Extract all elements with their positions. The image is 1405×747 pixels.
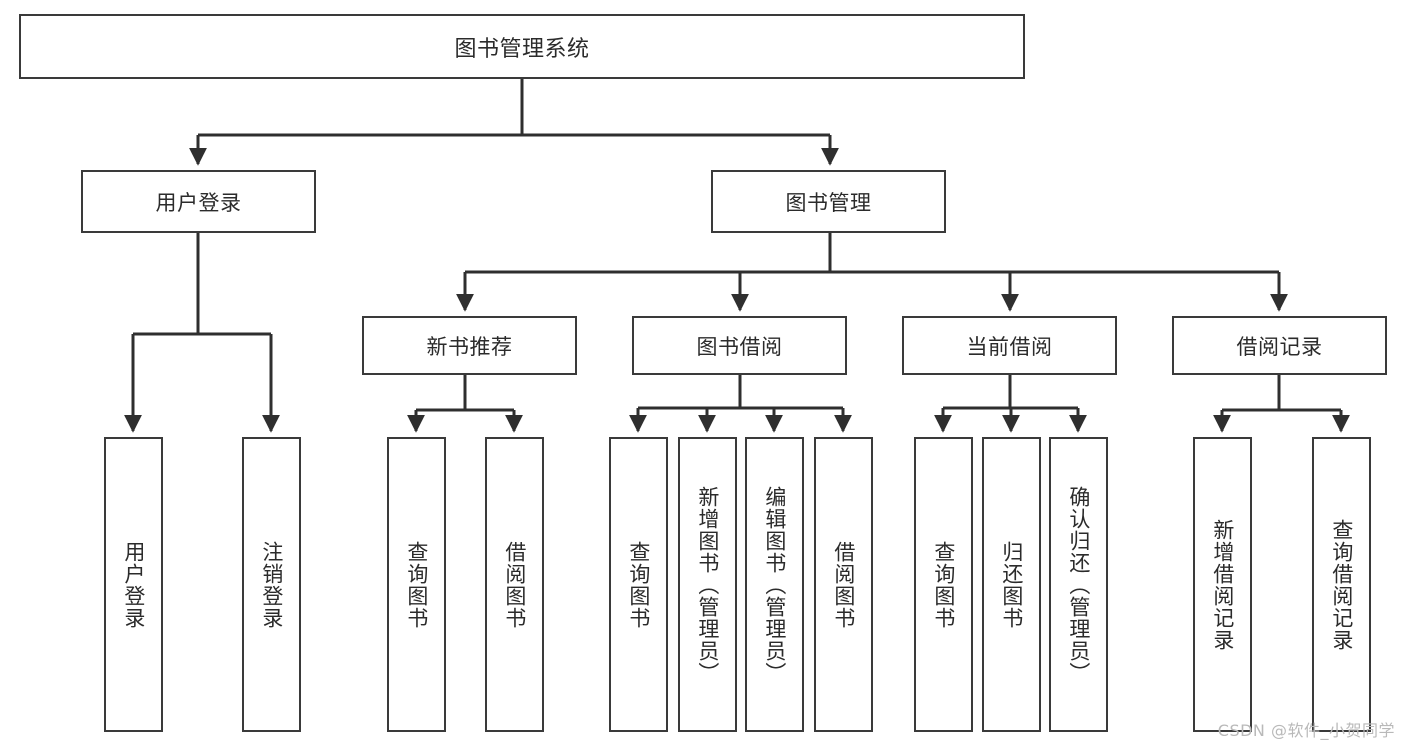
leaf-user-login-login[interactable]: 用户登录 <box>104 437 163 732</box>
node-new-book-recommend-label: 新书推荐 <box>426 334 513 359</box>
node-current-borrow[interactable]: 当前借阅 <box>902 316 1117 375</box>
node-current-borrow-label: 当前借阅 <box>966 334 1053 359</box>
node-book-management[interactable]: 图书管理 <box>711 170 946 233</box>
leaf-book-borrow-query-books[interactable]: 查询图书 <box>609 437 668 732</box>
leaf-new-book-borrow-books[interactable]: 借阅图书 <box>485 437 544 732</box>
node-new-book-recommend[interactable]: 新书推荐 <box>362 316 577 375</box>
leaf-label: 查询图书 <box>626 540 651 629</box>
leaf-label: 查询图书 <box>404 540 429 629</box>
leaf-label: 归还图书 <box>999 540 1024 629</box>
leaf-borrow-record-query-record[interactable]: 查询借阅记录 <box>1312 437 1371 732</box>
leaf-label: 确认归还（管理员） <box>1066 485 1091 684</box>
leaf-label: 查询借阅记录 <box>1329 518 1354 651</box>
node-book-borrow-label: 图书借阅 <box>696 334 783 359</box>
node-root-system[interactable]: 图书管理系统 <box>19 14 1025 79</box>
leaf-current-borrow-query-books[interactable]: 查询图书 <box>914 437 973 732</box>
leaf-book-borrow-add-book-admin[interactable]: 新增图书（管理员） <box>678 437 737 732</box>
watermark-text: CSDN @软件_小贺同学 <box>1217 721 1395 740</box>
leaf-current-borrow-return-books[interactable]: 归还图书 <box>982 437 1041 732</box>
leaf-current-borrow-confirm-return-admin[interactable]: 确认归还（管理员） <box>1049 437 1108 732</box>
leaf-label: 借阅图书 <box>831 540 856 629</box>
leaf-label: 编辑图书（管理员） <box>762 485 787 684</box>
node-borrow-record-label: 借阅记录 <box>1236 334 1323 359</box>
node-user-login[interactable]: 用户登录 <box>81 170 316 233</box>
node-borrow-record[interactable]: 借阅记录 <box>1172 316 1387 375</box>
leaf-label: 查询图书 <box>931 540 956 629</box>
leaf-borrow-record-add-record[interactable]: 新增借阅记录 <box>1193 437 1252 732</box>
leaf-label: 注销登录 <box>259 540 284 629</box>
node-root-label: 图书管理系统 <box>454 36 590 62</box>
leaf-label: 用户登录 <box>121 540 146 629</box>
leaf-book-borrow-borrow-books[interactable]: 借阅图书 <box>814 437 873 732</box>
leaf-book-borrow-edit-book-admin[interactable]: 编辑图书（管理员） <box>745 437 804 732</box>
node-user-login-label: 用户登录 <box>155 190 242 215</box>
leaf-new-book-query-books[interactable]: 查询图书 <box>387 437 446 732</box>
leaf-label: 新增借阅记录 <box>1210 518 1235 651</box>
node-book-borrow[interactable]: 图书借阅 <box>632 316 847 375</box>
leaf-user-login-logout[interactable]: 注销登录 <box>242 437 301 732</box>
node-book-management-label: 图书管理 <box>785 190 872 215</box>
leaf-label: 新增图书（管理员） <box>695 485 720 684</box>
leaf-label: 借阅图书 <box>502 540 527 629</box>
